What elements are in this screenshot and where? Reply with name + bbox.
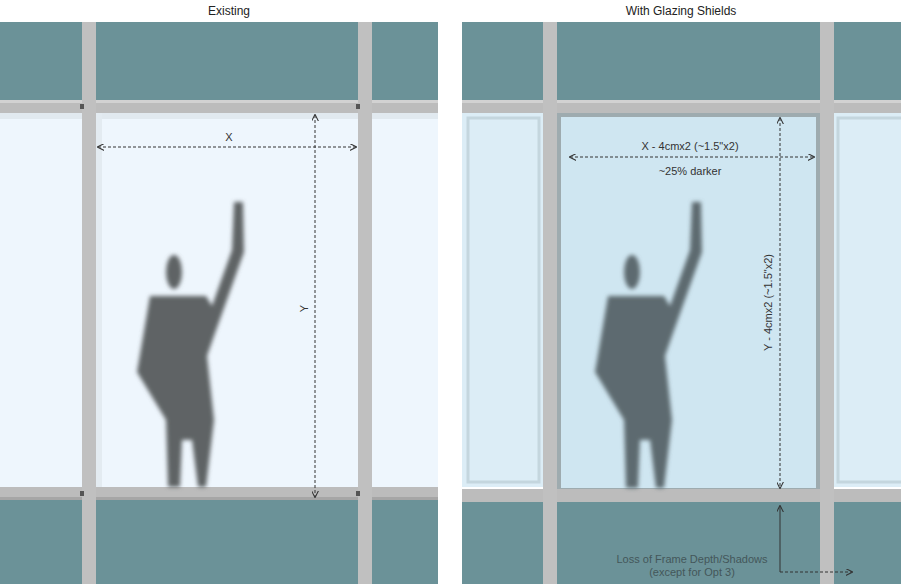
dimension-line (570, 157, 814, 158)
dimension-line (98, 147, 356, 148)
horizontal-mullion (462, 100, 901, 113)
body (595, 202, 702, 488)
horizontal-mullion (0, 100, 438, 113)
mullion-highlight (0, 100, 438, 103)
mullion-notch (80, 104, 84, 109)
side-shield (838, 118, 901, 482)
head (624, 255, 640, 289)
dimension-label: X - 4cmx2 (~1.5"x2) (639, 140, 740, 153)
note-label: ~25% darker (657, 165, 724, 178)
dimension-label: X (223, 131, 234, 144)
mullion-notch (80, 491, 84, 496)
vertical-mullion (82, 22, 96, 584)
leader-line (780, 506, 781, 572)
spandrel-bottom (0, 500, 438, 584)
horizontal-mullion (462, 489, 901, 502)
leader-line (780, 572, 852, 573)
vertical-mullion (820, 22, 834, 584)
mullion-shade (0, 497, 438, 500)
glass (0, 113, 438, 487)
dimension-line (780, 118, 781, 488)
dimension-label: Y (299, 302, 312, 313)
dimension-line (315, 115, 316, 497)
existing-panel (0, 22, 438, 584)
dimension-label: Y - 4cmx2 (~1.5"x2) (762, 252, 775, 353)
horizontal-mullion (0, 487, 438, 500)
panel-title: With Glazing Shields (624, 5, 739, 18)
person-silhouette (137, 202, 244, 487)
frame-shadow (96, 113, 102, 487)
frame-shadow (0, 113, 438, 119)
body (137, 202, 244, 487)
spandrel-bottom (462, 500, 901, 584)
mullion-notch (356, 491, 360, 496)
spandrel-top (0, 22, 438, 102)
note-label: Loss of Frame Depth/Shadows (except for … (610, 553, 774, 579)
vertical-mullion (543, 22, 557, 584)
mullion-highlight (462, 100, 901, 103)
vertical-mullion (358, 22, 372, 584)
panel-title: Existing (206, 5, 252, 18)
glazing-shield (559, 115, 818, 490)
mullion-notch (356, 104, 360, 109)
person-silhouette (595, 202, 702, 488)
shields-panel (462, 22, 901, 584)
side-shield (468, 118, 539, 482)
spandrel-top (462, 22, 901, 102)
head (166, 255, 182, 289)
